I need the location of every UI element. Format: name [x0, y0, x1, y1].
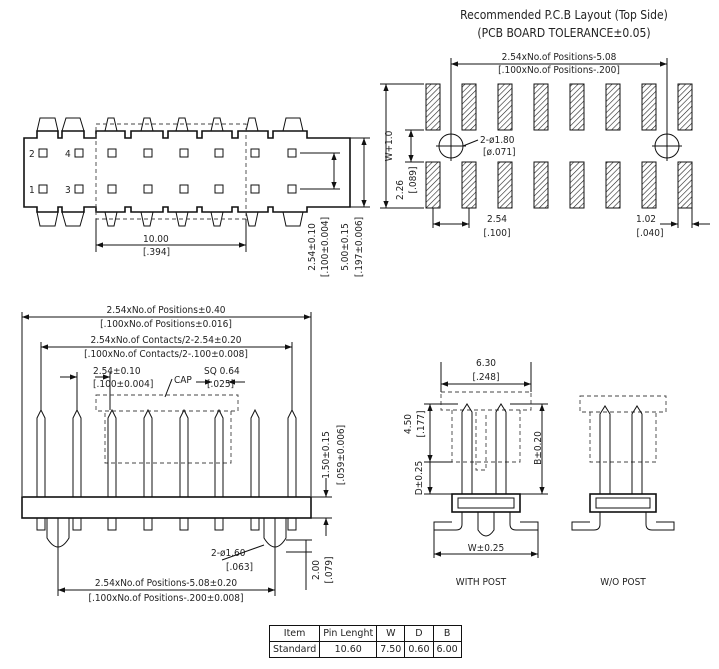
pin-row-pitch-dim: 2.54±0.10	[307, 223, 318, 271]
pin-above-cap-dim-inch: [.177]	[416, 410, 427, 437]
d-dim: D±0.25	[414, 461, 425, 496]
housing-width-dim: 5.00±0.15	[340, 223, 351, 271]
contacts-span-dim-inch: [.100xNo.of Contacts/2-.100±0.008]	[84, 349, 248, 360]
body-height-dim-inch: [.059±0.006]	[336, 425, 347, 485]
side-view-with-post: 6.30 [.248] 4.50 [.177] B±0.20 D±0.25 W±…	[403, 358, 548, 588]
table-cell: 7.50	[376, 641, 406, 658]
pcb-pad-width-dim: 1.02	[636, 214, 656, 225]
post-span-dim-inch: [.100xNo.of Positions-.200±0.008]	[88, 593, 243, 604]
overall-length-dim-inch: [.100xNo.of Positions±0.016]	[100, 319, 232, 330]
pcb-bottom-pads	[425, 161, 693, 209]
pcb-tolerance-note: (PCB BOARD TOLERANCE±0.05)	[477, 26, 650, 40]
post-height-dim-inch: [.079]	[324, 556, 335, 583]
housing-width-dim-inch: [.197±0.006]	[354, 217, 365, 277]
post-height-dim: 2.00	[311, 560, 322, 580]
pin-square-dim-inch: [.025]	[207, 379, 234, 390]
pin-number-3: 3	[65, 185, 71, 196]
pcb-pitch-dim: 2.54	[487, 214, 507, 225]
table-header: B	[432, 625, 462, 642]
front-view-pins	[36, 408, 297, 497]
table-row: Standard 10.60 7.50 0.60 6.00	[268, 641, 462, 658]
table-cell: 10.60	[319, 641, 378, 658]
cap-width-dim: 10.00	[143, 234, 169, 245]
b-dim: B±0.20	[533, 431, 544, 465]
top-view: 2 1 4 3 10.00 [.394] 2.54±0.10 [.100±0.0…	[23, 117, 370, 277]
pcb-pitch-dim-inch: [.100]	[483, 228, 510, 239]
pin-pitch-dim-inch: [.100±0.004]	[93, 379, 153, 390]
pcb-span-dim-inch: [.100xNo.of Positions-.200]	[498, 65, 620, 76]
table-header: Item	[268, 625, 321, 642]
pcb-pad-width-dim-inch: [.040]	[636, 228, 663, 239]
overall-length-dim: 2.54xNo.of Positions±0.40	[106, 305, 225, 316]
table-header-row: Item Pin Lenght W D B	[268, 625, 462, 642]
pin-square-dim: SQ 0.64	[204, 366, 240, 377]
side-view-without-post: W/O POST	[571, 395, 675, 588]
pcb-row-pitch-dim: 2.26	[395, 180, 406, 200]
front-view: 2.54xNo.of Positions±0.40 [.100xNo.of Po…	[21, 305, 347, 604]
table-header: Pin Lenght	[319, 625, 378, 642]
spec-table: Item Pin Lenght W D B Standard 10.60 7.5…	[268, 625, 462, 658]
header-body	[21, 496, 312, 519]
cap-depth-dim: 6.30	[476, 358, 496, 369]
pcb-hole-dim-inch: [ø.071]	[483, 147, 516, 158]
cap-width-dim-inch: [.394]	[143, 247, 170, 258]
table-cell: 0.60	[404, 641, 434, 658]
pin-pitch-dim: 2.54±0.10	[93, 366, 141, 377]
contacts-span-dim: 2.54xNo.of Contacts/2-2.54±0.20	[90, 335, 241, 346]
table-cell: 6.00	[432, 641, 462, 658]
pin-number-4: 4	[65, 149, 71, 160]
w-dim: W±0.25	[468, 543, 504, 554]
pcb-row-pitch-dim-inch: [.089]	[408, 166, 419, 193]
with-post-label: WITH POST	[456, 577, 507, 588]
cap-label: CAP	[174, 375, 192, 386]
pin-row-pitch-dim-inch: [.100±0.004]	[320, 217, 331, 277]
pcb-layout: Recommended P.C.B Layout (Top Side) (PCB…	[380, 8, 710, 239]
pcb-span-dim: 2.54xNo.of Positions-5.08	[502, 52, 617, 63]
pcb-w-dim: W+1.0	[384, 130, 395, 161]
pin-above-cap-dim: 4.50	[403, 414, 414, 434]
front-view-tails	[36, 518, 297, 531]
table-cell: Standard	[268, 641, 321, 658]
post-span-dim: 2.54xNo.of Positions-5.08±0.20	[95, 578, 238, 589]
post-diameter-dim: 2-ø1.60	[211, 548, 246, 559]
pcb-hole-dim: 2-ø1.80	[480, 135, 515, 146]
pcb-title: Recommended P.C.B Layout (Top Side)	[460, 8, 668, 22]
body-height-dim: 1.50±0.15	[321, 431, 332, 479]
pin-number-1: 1	[29, 185, 35, 196]
without-post-label: W/O POST	[600, 577, 646, 588]
pcb-top-pads	[425, 83, 693, 131]
post-diameter-dim-inch: [.063]	[226, 562, 253, 573]
pin-number-2: 2	[29, 149, 35, 160]
top-view-pins	[38, 148, 297, 194]
table-header: W	[376, 625, 406, 642]
cap-depth-dim-inch: [.248]	[472, 372, 499, 383]
side-body	[451, 493, 521, 513]
table-header: D	[404, 625, 434, 642]
